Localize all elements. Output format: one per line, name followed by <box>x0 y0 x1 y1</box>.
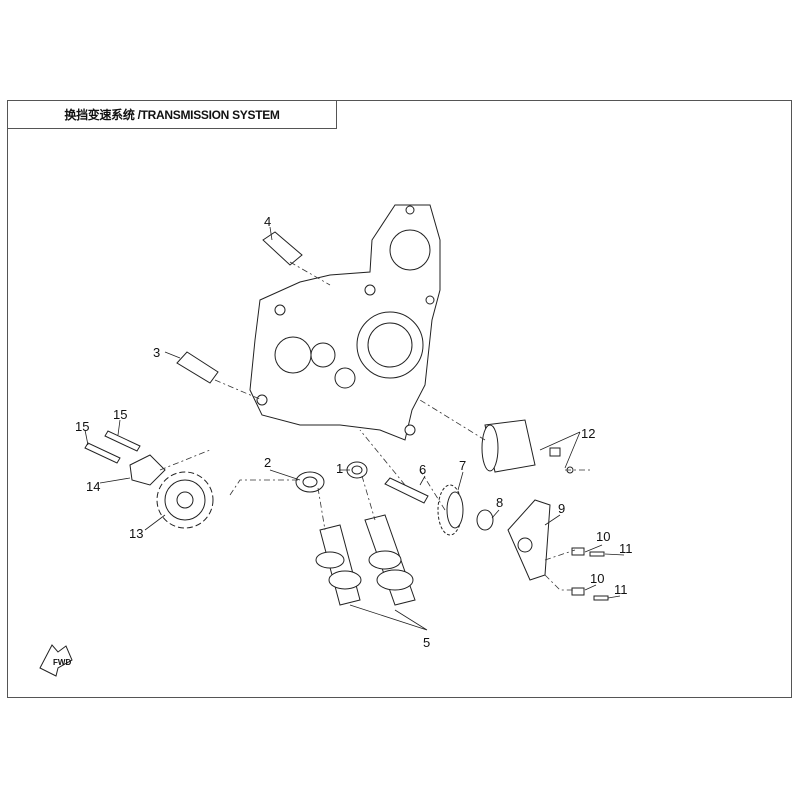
callout-11b: 11 <box>614 582 628 597</box>
callout-8: 8 <box>496 495 503 510</box>
screw-11a[interactable] <box>589 551 605 557</box>
bolt-15b[interactable] <box>104 430 141 452</box>
callout-3: 3 <box>153 345 160 360</box>
fwd-label: FWD <box>53 658 71 667</box>
callout-15a: 15 <box>75 419 89 434</box>
sprocket-retainer-14[interactable] <box>129 454 166 486</box>
callout-7: 7 <box>459 458 466 473</box>
callout-2: 2 <box>264 455 271 470</box>
callout-13: 13 <box>129 526 143 541</box>
bearing-2[interactable] <box>295 471 325 493</box>
bearing-1[interactable] <box>346 461 368 479</box>
shaft-6[interactable] <box>384 477 429 504</box>
bolt-15a[interactable] <box>84 442 121 464</box>
diagram-title: 换挡变速系统 /TRANSMISSION SYSTEM <box>64 108 280 122</box>
forward-direction-icon: FWD <box>39 644 73 677</box>
callout-6: 6 <box>419 462 426 477</box>
drive-sprocket-13[interactable] <box>156 471 214 529</box>
title-block: 换挡变速系统 /TRANSMISSION SYSTEM <box>7 100 337 129</box>
pin-10b[interactable] <box>571 587 585 596</box>
drawing-frame <box>7 100 792 698</box>
callout-10a: 10 <box>596 529 610 544</box>
callout-14: 14 <box>86 479 100 494</box>
callout-4: 4 <box>264 214 271 229</box>
bushing-8[interactable] <box>476 509 494 531</box>
transmission-shafts-5[interactable] <box>315 514 416 606</box>
screw-11b[interactable] <box>593 595 609 601</box>
dowel-pin-3[interactable] <box>176 351 219 384</box>
callout-1: 1 <box>336 461 343 476</box>
callout-11a: 11 <box>619 541 633 556</box>
gear-7[interactable] <box>437 484 464 536</box>
callout-10b: 10 <box>590 571 604 586</box>
callout-12: 12 <box>581 426 595 441</box>
callout-5: 5 <box>423 635 430 650</box>
shift-drum-12[interactable] <box>481 419 574 474</box>
callout-9: 9 <box>558 501 565 516</box>
dowel-pin-4[interactable] <box>262 231 303 266</box>
pin-10a[interactable] <box>571 547 585 556</box>
plate-9[interactable] <box>507 499 551 581</box>
callout-15b: 15 <box>113 407 127 422</box>
crankcase[interactable] <box>249 204 441 441</box>
